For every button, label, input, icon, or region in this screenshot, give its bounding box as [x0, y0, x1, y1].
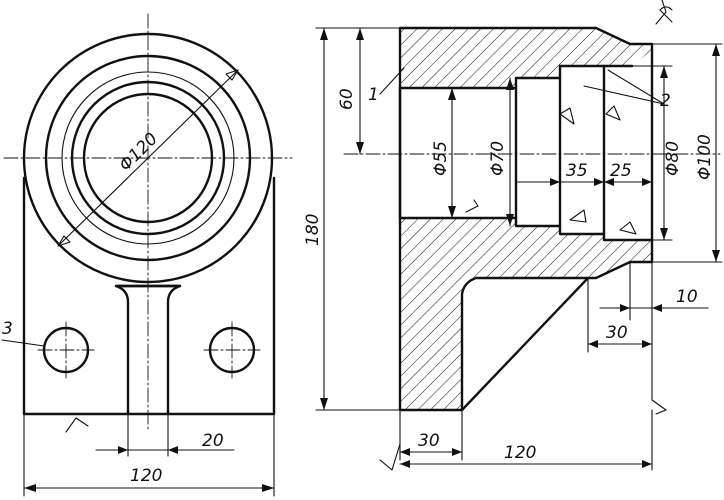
arrow-head — [660, 228, 668, 240]
arrow-head — [550, 178, 560, 186]
arrow-head — [652, 304, 662, 312]
arrow-head — [24, 484, 36, 492]
dim-180: 180 — [303, 214, 323, 246]
arrow-head — [660, 66, 668, 78]
arrow-head — [57, 235, 71, 247]
ring-circle-2 — [61, 71, 235, 245]
outer-boss-circle — [22, 32, 274, 284]
dim-width-120: 120 — [130, 466, 162, 486]
arrow-head — [594, 178, 604, 186]
dim-diameter-120: Φ120 — [115, 129, 162, 176]
dim-30-right: 30 — [606, 323, 628, 343]
arrow-head — [400, 460, 410, 468]
arrow-head — [262, 484, 274, 492]
arrow-head — [642, 178, 652, 186]
dim-rib-20: 20 — [202, 431, 224, 451]
arrow-head — [588, 340, 598, 348]
dim-35: 35 — [566, 161, 588, 181]
bore-bottom-profile — [398, 216, 654, 242]
leader-2a — [583, 85, 665, 105]
leader-3 — [1, 339, 45, 347]
dim-30-base: 30 — [418, 431, 440, 451]
arrow-head — [320, 398, 328, 410]
section-outline — [398, 26, 654, 412]
dim-phi55: Φ55 — [431, 141, 451, 176]
ring-circle-3 — [70, 80, 226, 236]
finish-mark — [605, 105, 621, 121]
arrow-head — [168, 446, 178, 454]
dim-10: 10 — [676, 287, 698, 307]
bore-top-profile — [398, 64, 634, 90]
dim-line-diameter — [57, 69, 239, 247]
arrow-head — [225, 69, 239, 81]
arrow-head — [356, 142, 364, 154]
arrow-head — [712, 44, 720, 56]
finish-mark — [465, 199, 479, 213]
front-view: 3 Φ120 120 20 — [1, 13, 293, 497]
leader-1 — [379, 67, 405, 95]
arrow-head — [604, 178, 614, 186]
ring-circle-1 — [44, 54, 252, 262]
callout-1-label: 1 — [368, 85, 379, 105]
arrow-head — [642, 340, 652, 348]
arrow-head — [452, 448, 462, 456]
arrow-head — [506, 78, 514, 90]
finish-mark — [559, 107, 575, 125]
dim-phi80: Φ80 — [663, 141, 683, 176]
arrow-head — [356, 28, 364, 40]
arrow-head — [506, 214, 514, 226]
bore-circle — [82, 92, 214, 224]
leader-2b — [607, 69, 665, 105]
finish-mark-top-2 — [659, 6, 673, 23]
dim-60: 60 — [337, 88, 357, 110]
arrow-head — [642, 460, 652, 468]
dim-phi100: Φ100 — [695, 134, 715, 180]
arrow-head — [118, 446, 128, 454]
callout-3-label: 3 — [2, 319, 13, 339]
finish-mark — [619, 221, 637, 235]
rib-diagonal — [460, 276, 590, 412]
section-view: 180 60 1 2 Φ55 Φ70 Φ80 — [303, 0, 723, 471]
arrow-head — [400, 448, 410, 456]
finish-mark — [569, 209, 587, 223]
dim-120-base: 120 — [504, 443, 536, 463]
finish-mark-top — [655, 0, 667, 25]
arrow-head — [620, 304, 630, 312]
arrow-head — [320, 28, 328, 40]
surface-finish-mark — [65, 417, 89, 433]
hatch-bottom — [400, 218, 652, 410]
finish-mark-bottom — [379, 443, 401, 471]
arrow-head — [712, 250, 720, 262]
callout-2-label: 2 — [660, 91, 671, 111]
finish-mark-right — [651, 399, 667, 415]
arrow-head — [448, 88, 456, 100]
dim-25: 25 — [610, 161, 632, 181]
arrow-head — [448, 206, 456, 218]
dim-phi70: Φ70 — [488, 141, 508, 176]
hatch-top — [400, 28, 652, 88]
